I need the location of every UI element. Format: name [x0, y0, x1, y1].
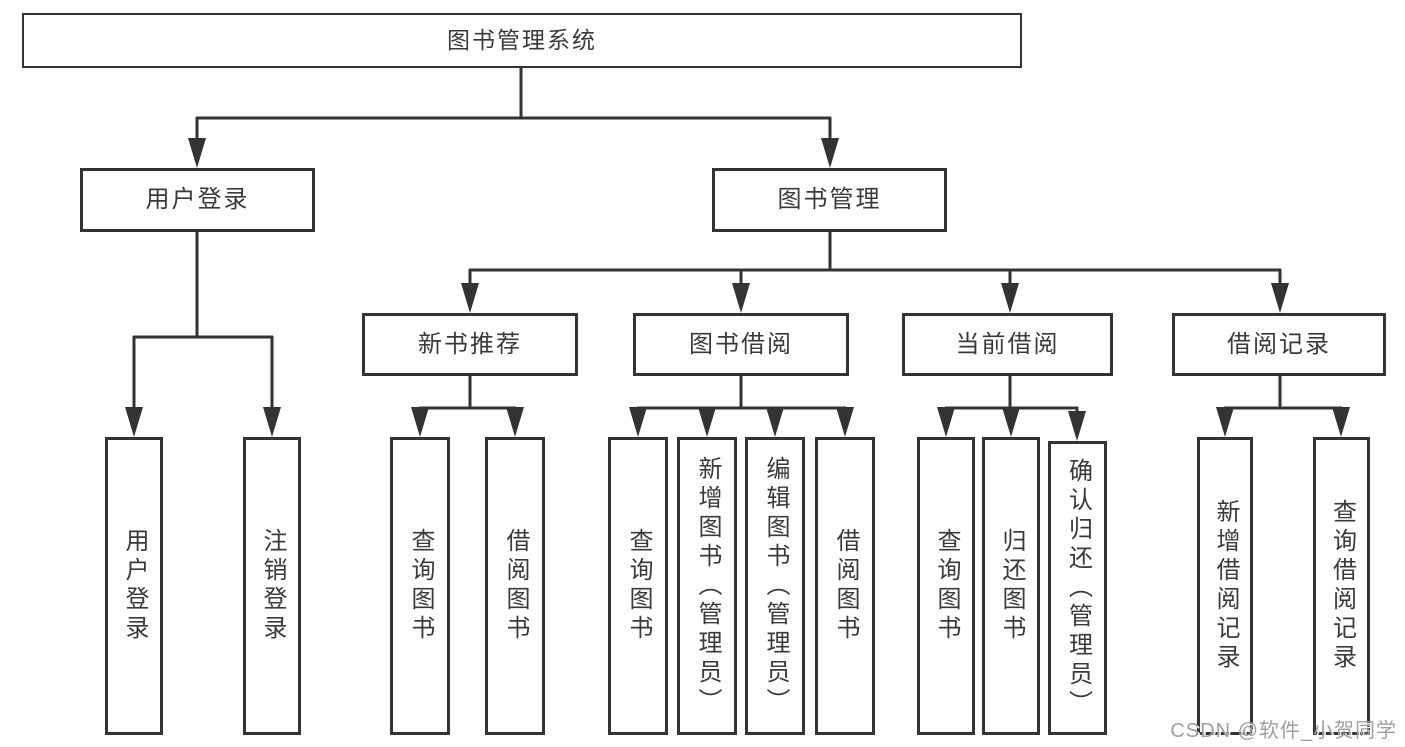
node-user-login-branch: 用户登录 — [80, 168, 315, 232]
arrowhead — [1001, 283, 1019, 313]
csdn-watermark: CSDN @软件_小贺同学 — [1170, 720, 1397, 742]
arrowhead — [1332, 407, 1350, 437]
arrowhead — [937, 407, 955, 437]
arrowhead — [1271, 283, 1289, 313]
leaf-logout: 注销登录 — [243, 437, 301, 735]
node-new-book-recommendation: 新书推荐 — [362, 313, 578, 376]
node-current-borrowing: 当前借阅 — [902, 313, 1113, 376]
leaf-recommend-borrow-books: 借阅图书 — [485, 437, 545, 735]
arrowhead — [461, 283, 479, 313]
leaf-confirm-return-admin: 确认归还（管理员） — [1048, 441, 1107, 735]
arrowhead — [263, 407, 281, 437]
arrowhead — [629, 407, 647, 437]
node-borrowing-records: 借阅记录 — [1172, 313, 1386, 376]
arrowhead — [188, 138, 206, 168]
leaf-recommend-query-books: 查询图书 — [390, 437, 450, 735]
arrowhead — [698, 407, 716, 437]
arrowhead — [1216, 407, 1234, 437]
leaf-return-books: 归还图书 — [982, 437, 1040, 735]
leaf-add-borrow-record: 新增借阅记录 — [1197, 437, 1253, 735]
arrowhead — [125, 407, 143, 437]
leaf-user-login: 用户登录 — [105, 437, 163, 735]
leaf-query-borrow-record: 查询借阅记录 — [1313, 437, 1370, 735]
arrowhead — [821, 138, 839, 168]
arrowhead — [836, 407, 854, 437]
arrowhead — [732, 283, 750, 313]
leaf-borrowing-query-books: 查询图书 — [608, 437, 668, 735]
leaf-add-books-admin: 新增图书（管理员） — [677, 437, 737, 735]
leaf-current-query-books: 查询图书 — [917, 437, 975, 735]
arrowhead — [766, 407, 784, 437]
node-library-management-system: 图书管理系统 — [22, 13, 1022, 68]
leaf-edit-books-admin: 编辑图书（管理员） — [745, 437, 805, 735]
arrowhead — [506, 407, 524, 437]
node-book-management-branch: 图书管理 — [712, 168, 947, 232]
leaf-borrow-books: 借阅图书 — [815, 437, 875, 735]
arrowhead — [1002, 407, 1020, 437]
node-book-borrowing: 图书借阅 — [633, 313, 849, 376]
arrowhead — [1068, 411, 1086, 441]
arrowhead — [411, 407, 429, 437]
